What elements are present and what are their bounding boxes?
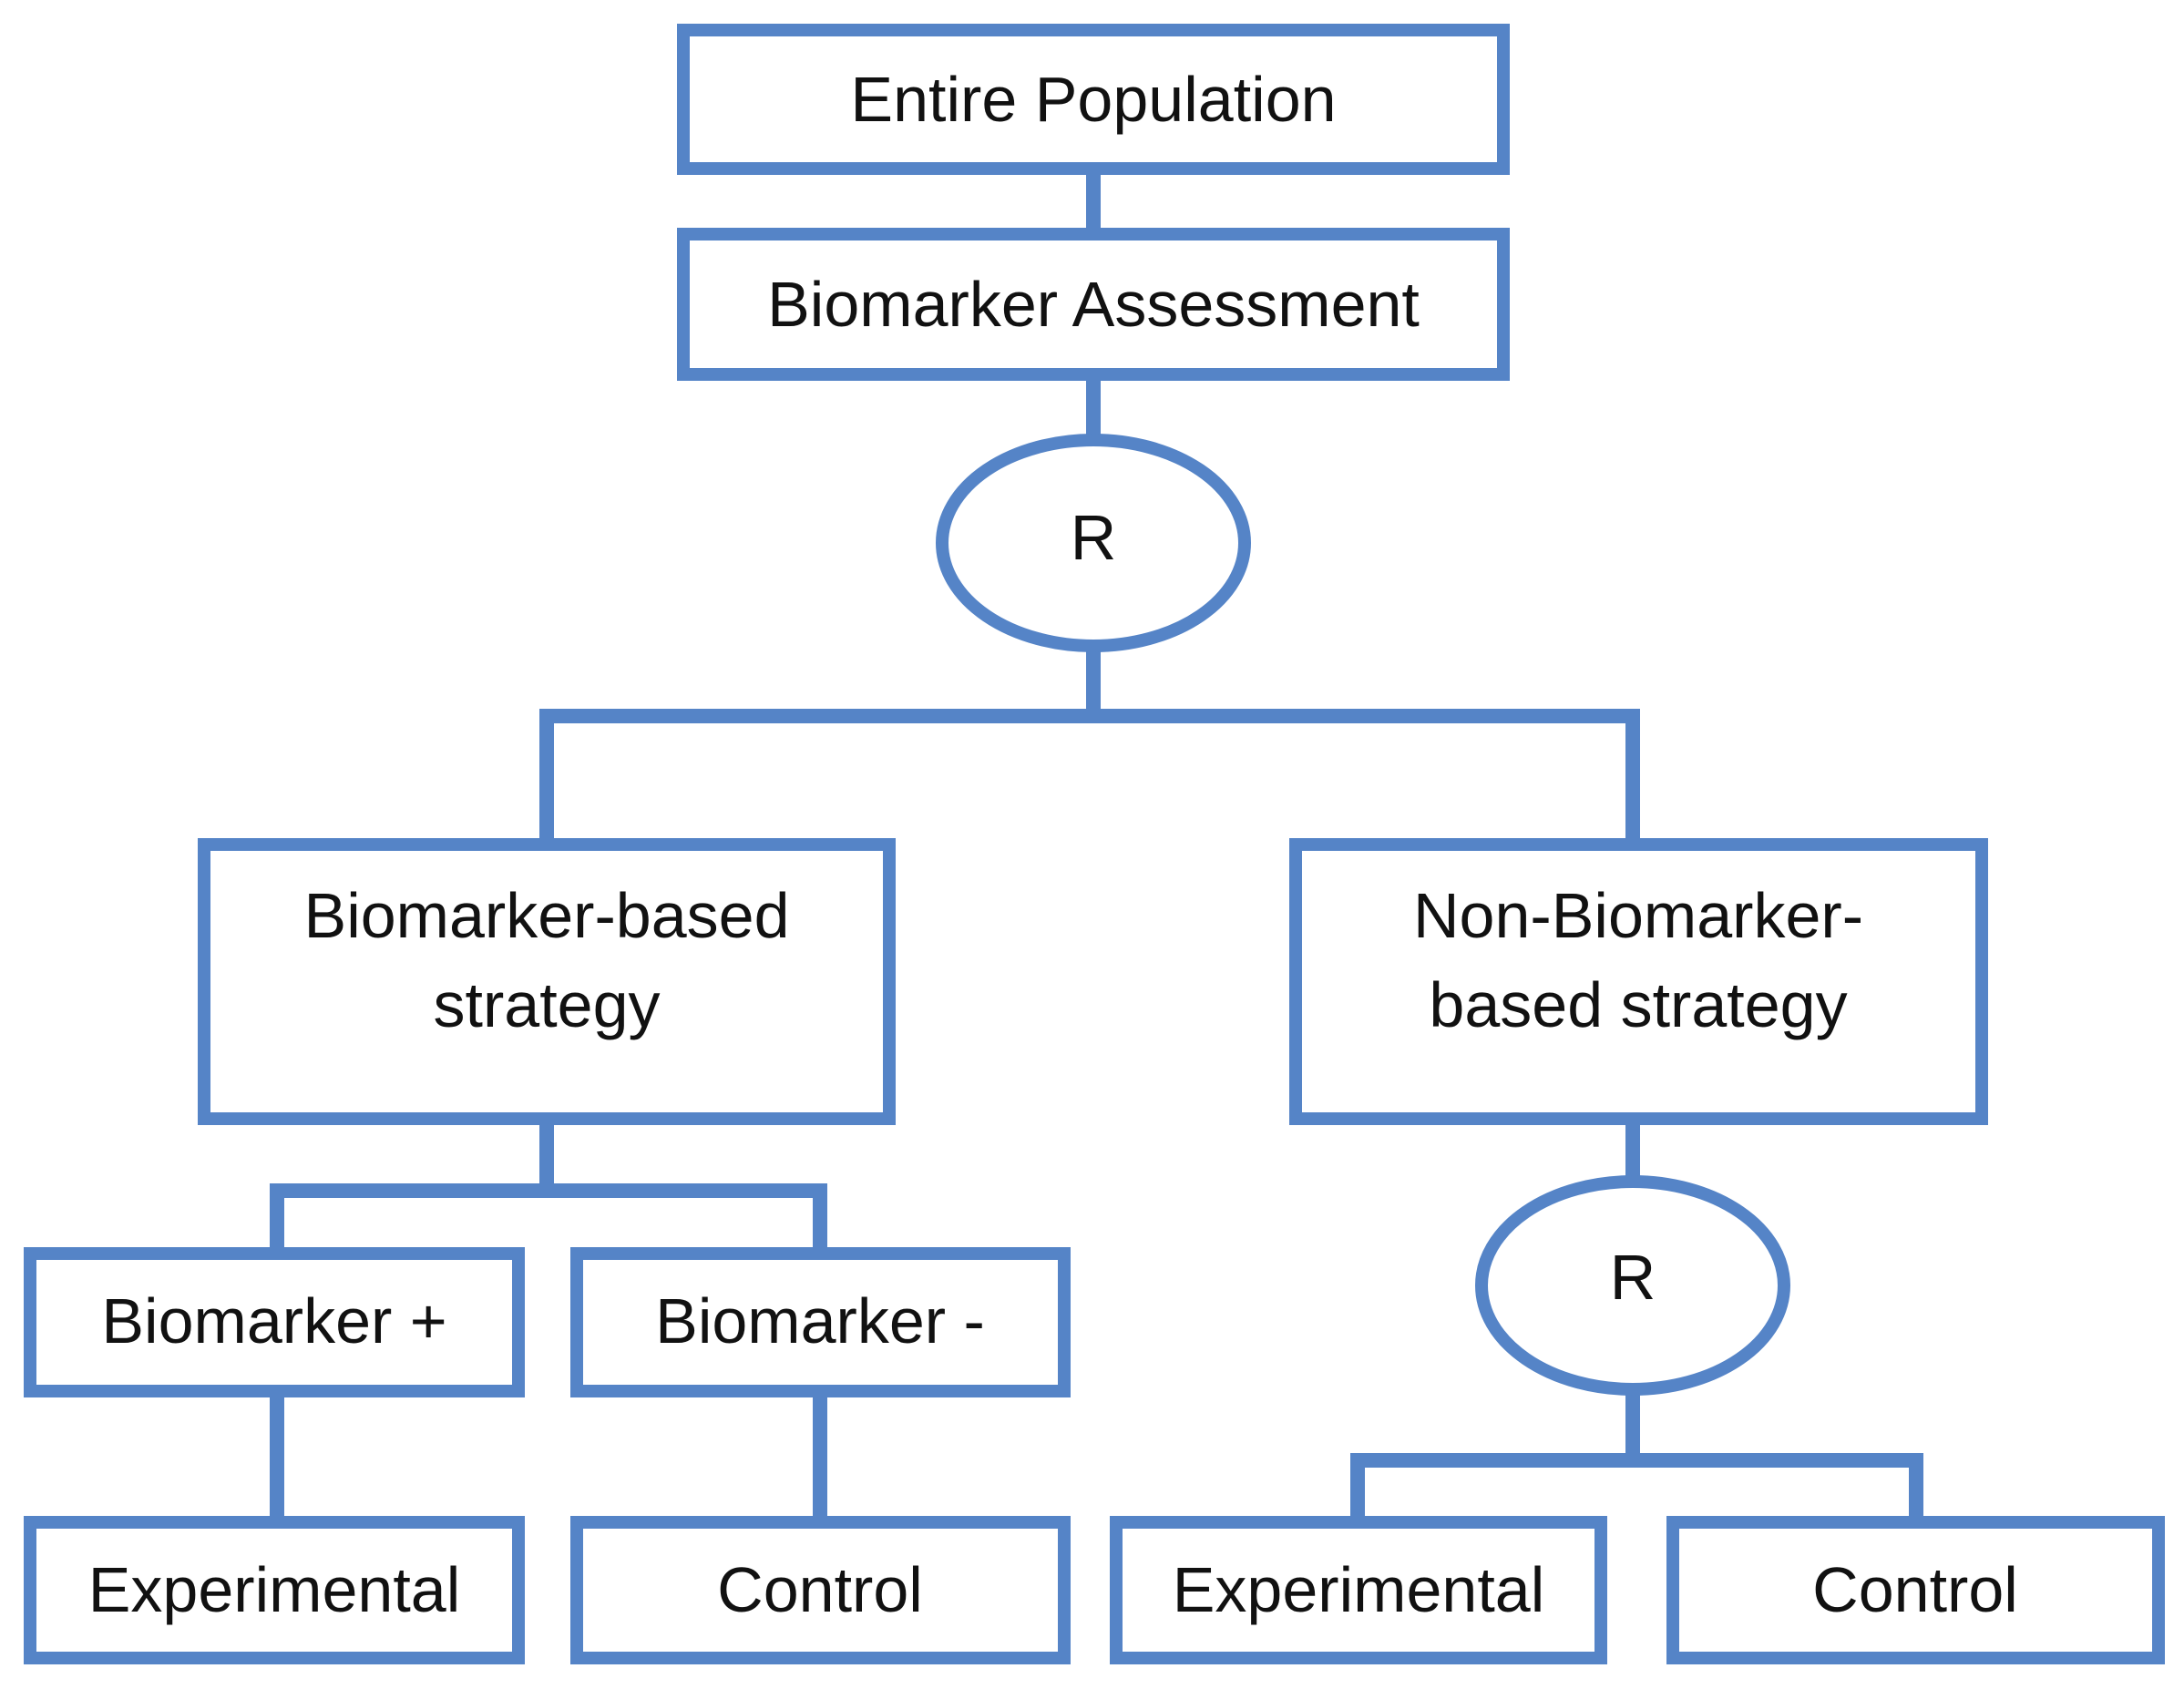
nodes: Entire Population Biomarker Assessment R… [24, 24, 2165, 1664]
randomization-top-ellipse [936, 434, 1251, 652]
biomarker-assessment-box [677, 228, 1510, 381]
biomarker-based-strategy-label-line1: Biomarker-based [304, 880, 790, 951]
non-biomarker-based-strategy-label-line1: Non-Biomarker- [1413, 880, 1863, 951]
biomarker-positive-label: Biomarker + [101, 1285, 446, 1356]
node-entire-population: Entire Population [677, 24, 1510, 175]
experimental-left-box [24, 1516, 525, 1664]
node-biomarker-negative: Biomarker - [570, 1247, 1071, 1397]
non-biomarker-based-strategy-label-line2: based strategy [1429, 969, 1847, 1040]
node-biomarker-assessment: Biomarker Assessment [677, 228, 1510, 381]
node-randomization-top: R [936, 434, 1251, 652]
biomarker-based-strategy-label-line2: strategy [434, 969, 661, 1040]
node-randomization-right: R [1475, 1175, 1790, 1396]
entire-population-box [677, 24, 1510, 175]
connectors [270, 161, 1923, 1530]
biomarker-based-strategy-box [198, 838, 896, 1125]
randomization-right-ellipse [1475, 1175, 1790, 1396]
experimental-right-box [1110, 1516, 1607, 1664]
non-biomarker-based-strategy-box [1289, 838, 1988, 1125]
control-left-box [570, 1516, 1071, 1664]
node-experimental-right: Experimental [1110, 1516, 1607, 1664]
randomization-right-label: R [1610, 1242, 1656, 1313]
node-control-left: Control [570, 1516, 1071, 1664]
node-control-right: Control [1666, 1516, 2165, 1664]
control-right-box [1666, 1516, 2165, 1664]
biomarker-negative-label: Biomarker - [655, 1285, 985, 1356]
experimental-right-label: Experimental [1173, 1554, 1545, 1625]
node-experimental-left: Experimental [24, 1516, 525, 1664]
node-non-biomarker-based-strategy: Non-Biomarker- based strategy [1289, 838, 1988, 1125]
control-left-label: Control [717, 1554, 923, 1625]
biomarker-assessment-label: Biomarker Assessment [767, 269, 1420, 340]
control-right-label: Control [1812, 1554, 2018, 1625]
biomarker-negative-box [570, 1247, 1071, 1397]
node-biomarker-based-strategy: Biomarker-based strategy [198, 838, 896, 1125]
randomization-top-label: R [1071, 502, 1117, 573]
node-biomarker-positive: Biomarker + [24, 1247, 525, 1397]
entire-population-label: Entire Population [850, 64, 1336, 135]
biomarker-positive-box [24, 1247, 525, 1397]
experimental-left-label: Experimental [88, 1554, 461, 1625]
